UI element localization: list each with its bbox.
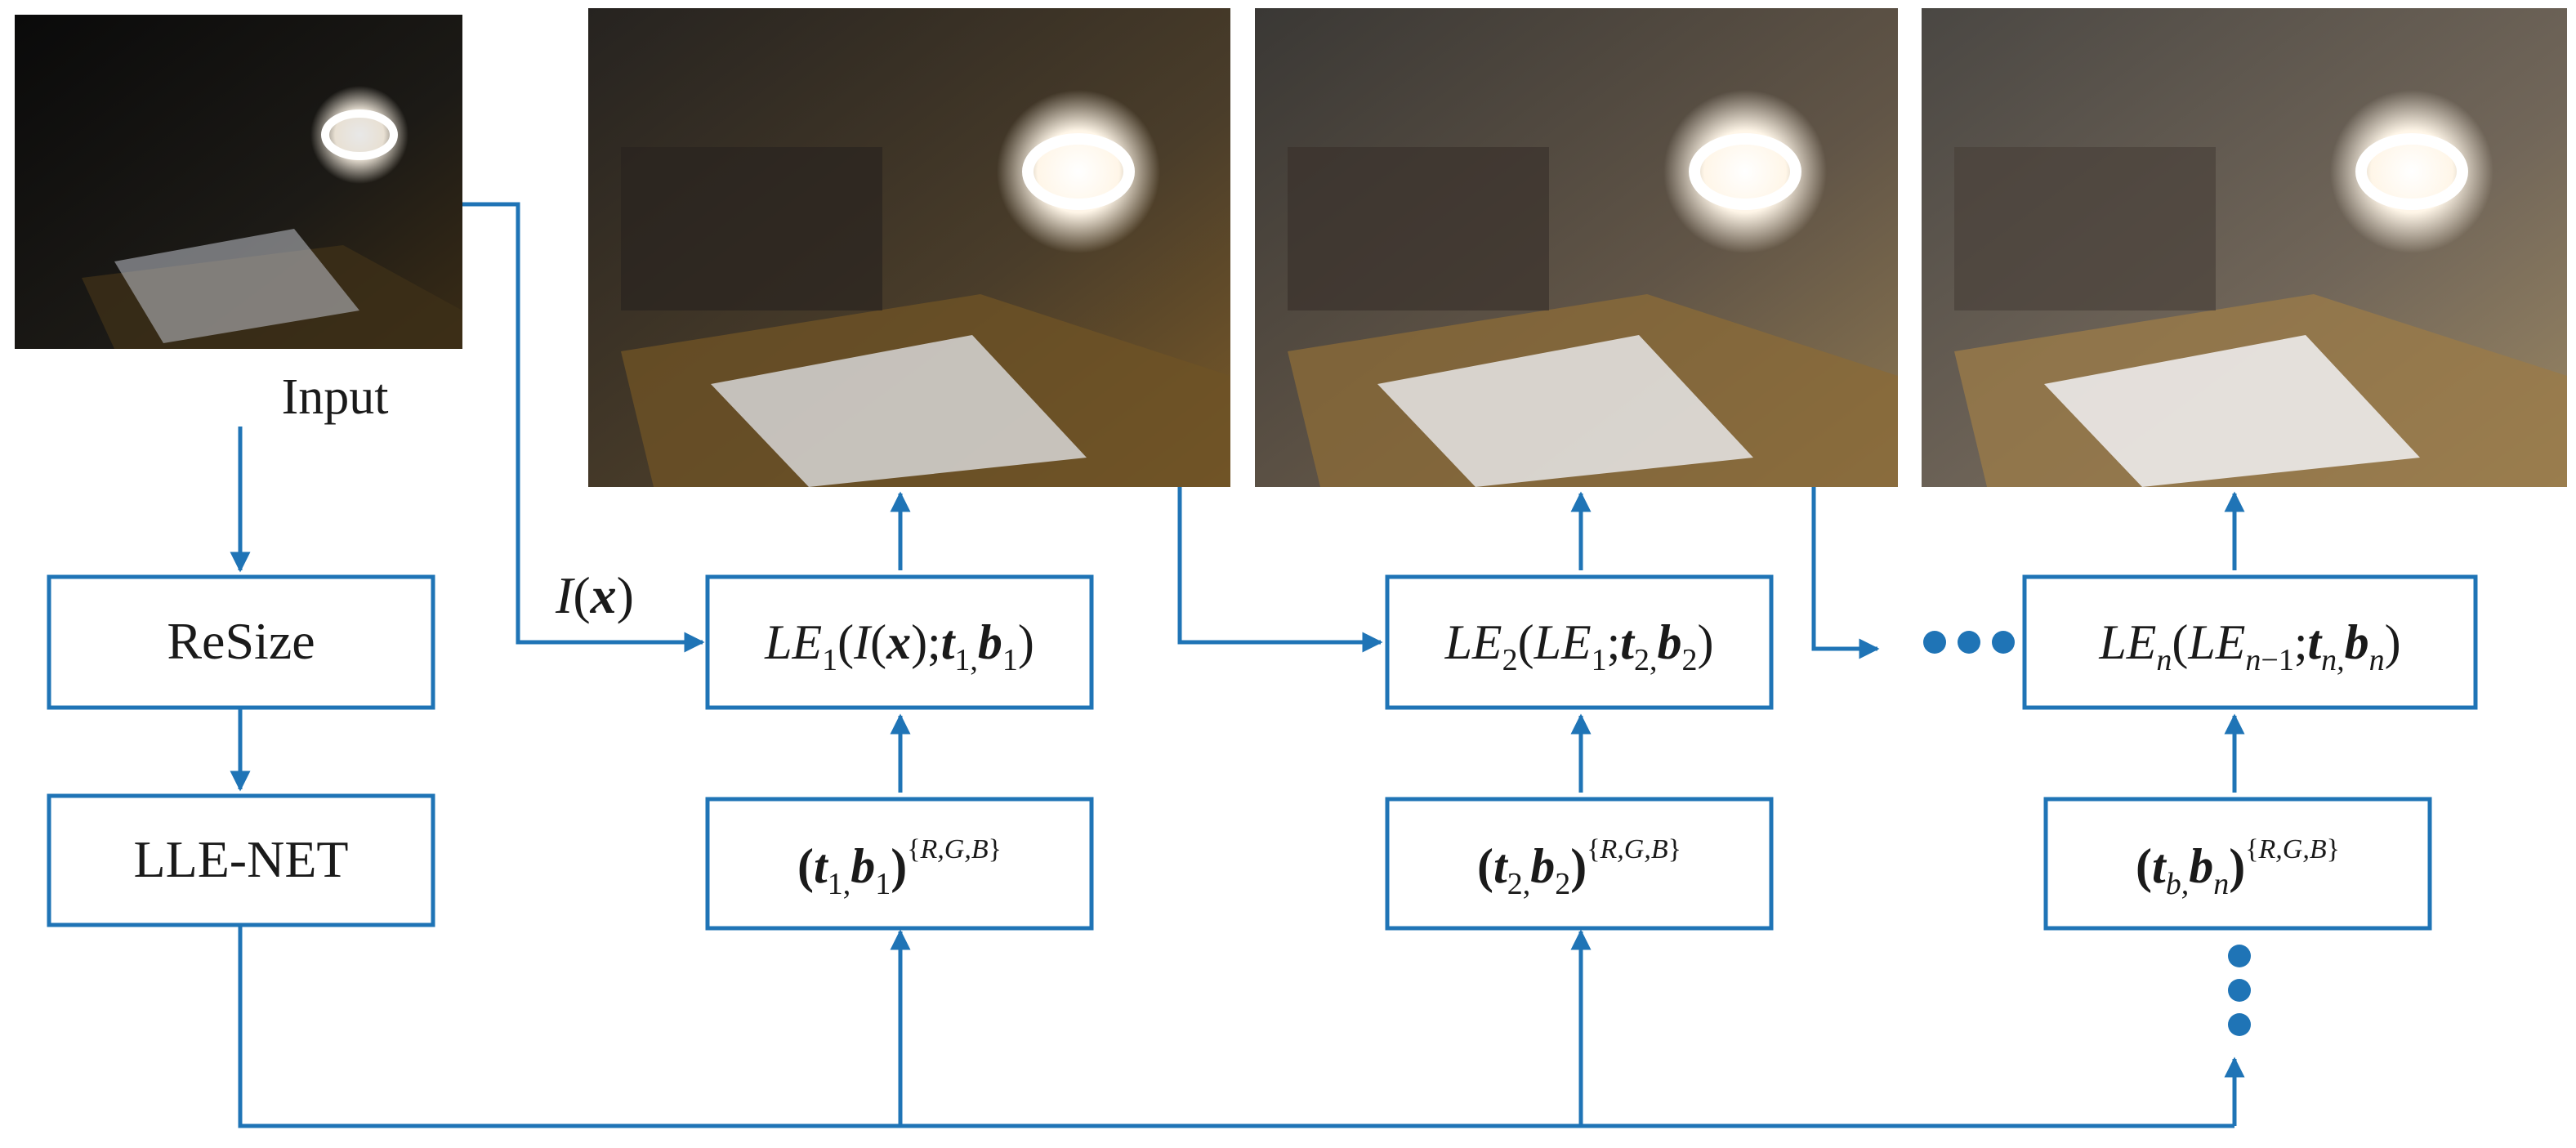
- arrow-stage2-to-len: [1811, 487, 1880, 659]
- input-image: [15, 15, 462, 349]
- stage-2-output: [1255, 8, 1898, 487]
- pn-label: (tb,bn){R,G,B}: [2136, 834, 2340, 901]
- connectors: [230, 202, 2245, 1128]
- le2-box: [1385, 574, 1774, 710]
- p2-box: [1385, 797, 1774, 931]
- resize-label: ReSize: [167, 612, 315, 670]
- le2-label: LE2(LE1;t2,b2): [1444, 615, 1714, 677]
- ellipsis-vertical: [2228, 945, 2251, 1036]
- arrow-stage1-to-le2: [1177, 487, 1383, 653]
- le1-label: LE1(I(x);t1,b1): [764, 615, 1034, 677]
- p1-box: [705, 797, 1094, 931]
- le1-box: [705, 574, 1094, 710]
- llenet-box: [47, 793, 435, 927]
- ellipsis-horizontal: [1923, 631, 2015, 654]
- p2-label: (t2,b2){R,G,B}: [1477, 834, 1681, 901]
- ix-label: I(x): [555, 566, 634, 624]
- p1-label: (t1,b1){R,G,B}: [797, 834, 1002, 901]
- input-label: Input: [282, 369, 389, 425]
- stage-1-output: [588, 8, 1230, 487]
- resize-box: [47, 574, 435, 710]
- llenet-label: LLE-NET: [134, 830, 349, 888]
- llenet-bus-line: [238, 925, 2234, 1128]
- stage-n-output: [1922, 8, 2567, 487]
- len-box: [2022, 574, 2478, 710]
- pn-box: [2043, 797, 2432, 931]
- arrow-input-to-le1: [462, 202, 705, 653]
- len-label: LEn(LEn−1;tn,bn): [2098, 615, 2400, 677]
